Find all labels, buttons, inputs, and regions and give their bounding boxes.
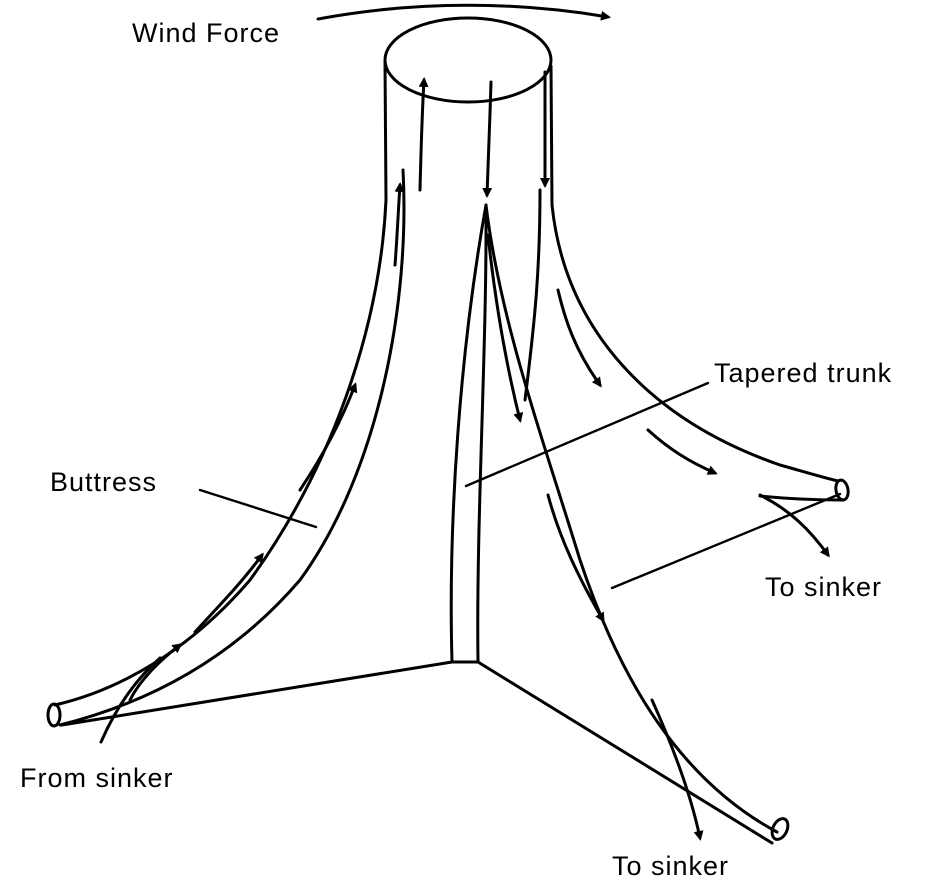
bottom-connector-line	[610, 492, 842, 590]
trunk-top-cylinder	[383, 16, 554, 207]
tapered-trunk-leader	[464, 381, 710, 488]
wind-force-arrow	[316, 3, 611, 21]
flow-arrows-up	[99, 77, 429, 744]
wind-force-label: Wind Force	[132, 18, 281, 48]
to-sinker-bottom-label: To sinker	[612, 851, 730, 881]
from-sinker-label: From sinker	[20, 763, 174, 793]
buttress-label: Buttress	[50, 467, 158, 497]
right-buttress	[523, 188, 850, 502]
flow-arrows-down	[482, 70, 830, 841]
left-buttress	[46, 168, 454, 728]
front-buttress	[449, 203, 790, 845]
buttress-leader	[198, 488, 318, 529]
to-sinker-right-label: To sinker	[765, 572, 883, 602]
tapered-trunk-label: Tapered trunk	[714, 358, 893, 388]
